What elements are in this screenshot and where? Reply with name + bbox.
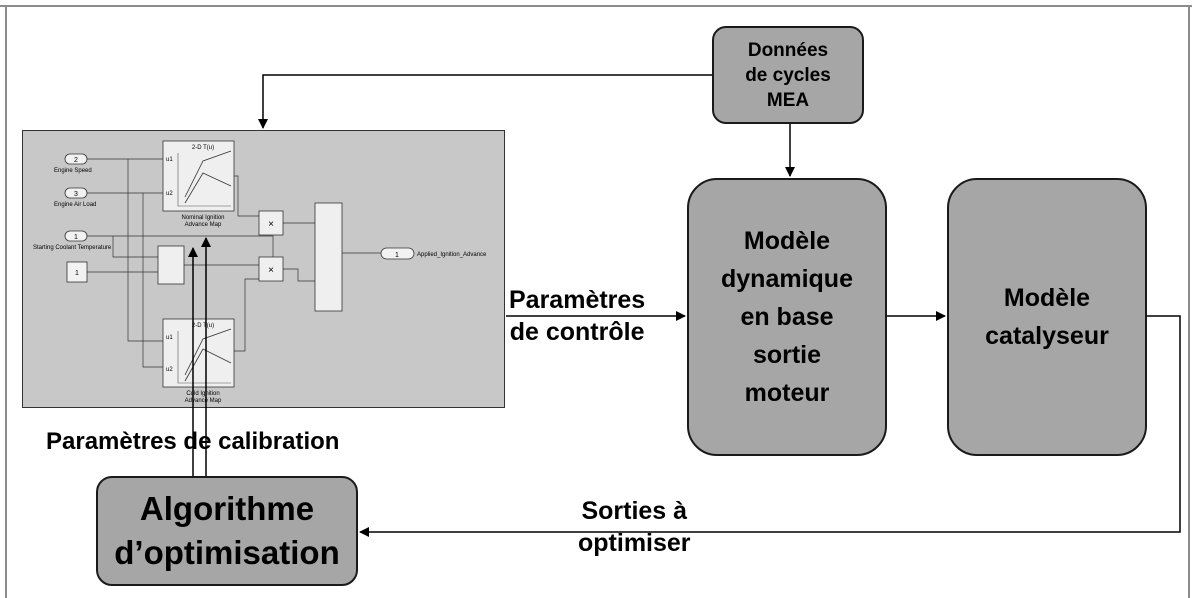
simulink-diagram: 2 Engine Speed 3 Engine Air Load 1 Start…: [33, 140, 487, 404]
simulink-wires: [87, 158, 381, 368]
arrow-data-to-simulink: [258, 74, 712, 129]
control-parameters-label: Paramètres de contrôle: [509, 284, 645, 348]
inport-coolant-label: Starting Coolant Temperature: [33, 245, 112, 251]
lookup-bottom-u1: u1: [166, 335, 173, 341]
inport-engine-air-load-number: 3: [74, 191, 78, 198]
catalyst-model-label: Modèle catalyseur: [985, 284, 1109, 350]
lookup-bottom-title: 2-D T(u): [192, 323, 214, 329]
control-parameters-line1: Paramètres: [509, 286, 646, 314]
lookup-top-u1: u1: [166, 157, 173, 163]
lookup-bottom-axes: [177, 331, 231, 384]
product-block-2: [258, 256, 284, 282]
product-1-symbol: ×: [268, 219, 274, 230]
inport-engine-air-load-label: Engine Air Load: [54, 202, 96, 208]
catalyst-model-box: Modèle catalyseur: [947, 178, 1147, 456]
lookup-top-caption-line1: Nominal Ignition: [181, 215, 224, 221]
outport-number: 1: [395, 252, 399, 259]
constant-value: 1: [75, 270, 79, 277]
difference-block: [157, 245, 185, 285]
frame-left-border: [5, 5, 7, 598]
lookup-bottom-caption-line1: Cold Ignition: [186, 391, 219, 397]
lookup-top-axes: [177, 153, 231, 207]
data-cycles-box: Données de cycles MEA: [712, 26, 864, 124]
product-2-symbol: ×: [268, 265, 274, 276]
simulink-model: 2 Engine Speed 3 Engine Air Load 1 Start…: [22, 130, 505, 408]
lookup-top-u2: u2: [166, 191, 173, 197]
lookup-bottom-caption-line2: Advance Map: [185, 398, 222, 404]
inport-engine-speed-number: 2: [74, 157, 78, 164]
dynamic-model-label: Modèle dynamique en base sortie moteur: [721, 227, 853, 407]
lookup-top-curves: [184, 150, 232, 204]
outport-label: Applied_Ignition_Advance: [417, 252, 487, 258]
lookup-top-caption-line2: Advance Map: [185, 222, 222, 228]
calibration-parameters-label: Paramètres de calibration: [46, 428, 340, 455]
outputs-line1: Sorties à: [581, 497, 688, 525]
inport-engine-speed-label: Engine Speed: [54, 168, 92, 174]
lookup-top-title: 2-D T(u): [192, 145, 214, 151]
outputs-line2: optimiser: [578, 529, 691, 557]
dynamic-model-box: Modèle dynamique en base sortie moteur: [687, 178, 887, 456]
lookup-table-nominal: [162, 140, 235, 212]
outport-applied-ignition: [380, 247, 415, 260]
lookup-table-cold: [162, 318, 235, 388]
data-cycles-label: Données de cycles MEA: [745, 39, 831, 111]
optimization-algorithm-box: Algorithme d’optimisation: [96, 476, 358, 586]
frame-top-border: [0, 5, 1192, 7]
inport-coolant-number: 1: [74, 234, 78, 241]
outputs-to-optimize-label: Sorties à optimiser: [578, 495, 691, 559]
optimization-algorithm-label: Algorithme d’optimisation: [114, 490, 340, 571]
frame-right-border: [1188, 5, 1190, 598]
sum-block: [314, 202, 343, 312]
lookup-bottom-curves: [184, 328, 232, 382]
control-parameters-line2: de contrôle: [509, 318, 645, 346]
lookup-bottom-u2: u2: [166, 367, 173, 373]
